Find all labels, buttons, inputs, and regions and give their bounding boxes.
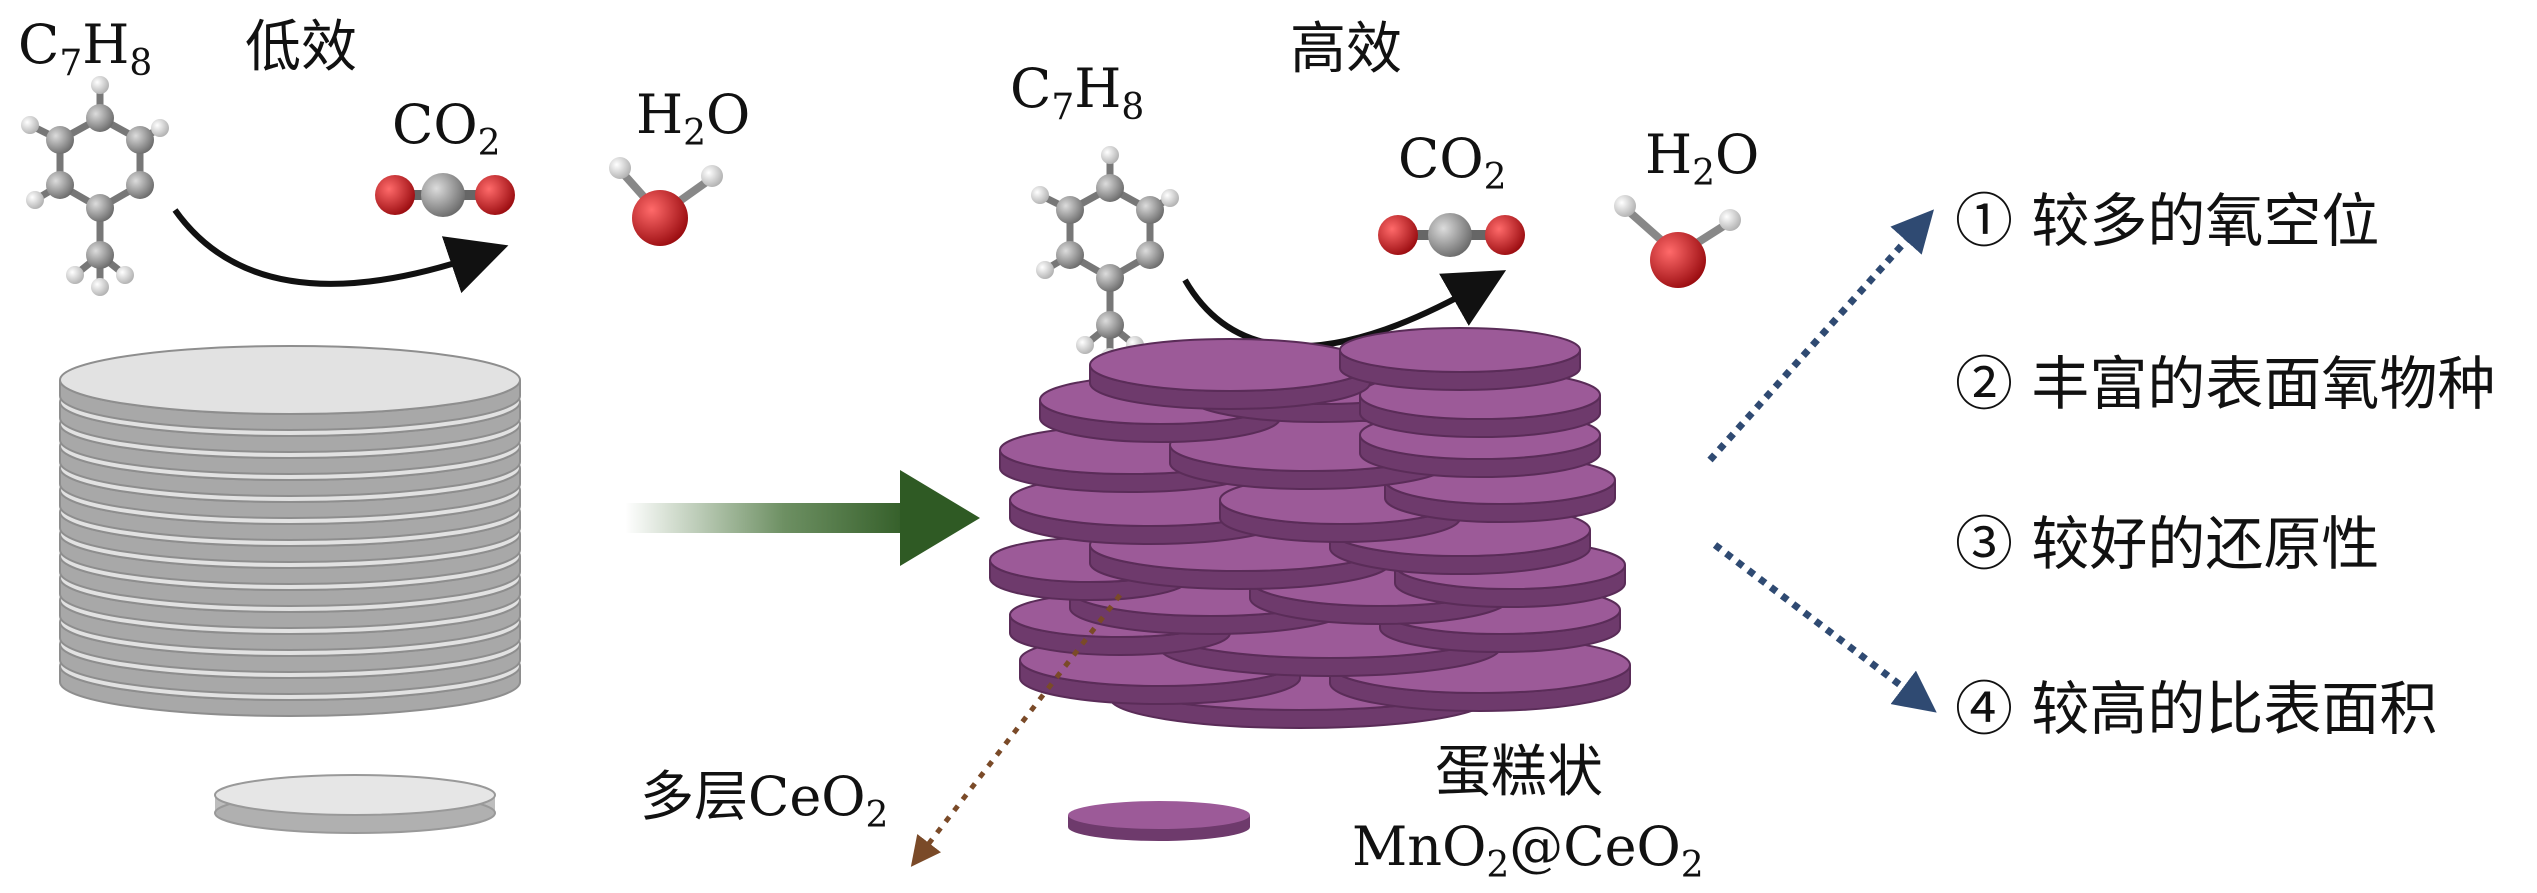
feature-item-reducibility: ③ 较好的还原性 (1955, 510, 2380, 578)
left-toluene-label: C7H8 (18, 13, 153, 84)
right-material-label-line2: MnO2@CeO2 (1352, 815, 1704, 886)
cake-stack-icon (989, 327, 1631, 729)
right-h2o-label: H2O (1645, 123, 1760, 194)
disk-stack-icon (59, 345, 521, 717)
feature-item-surface-area: ④ 较高的比表面积 (1955, 675, 2438, 743)
single-gray-disk (214, 774, 496, 834)
purple-layer (1339, 327, 1581, 391)
single-purple-disk (1068, 801, 1250, 841)
toluene-molecule-icon (21, 76, 169, 296)
h2o-molecule-icon (609, 157, 723, 246)
feature-arrow-down (1712, 542, 1937, 713)
left-efficiency-label: 低效 (245, 15, 357, 80)
right-material-label-line1: 蛋糕状 (1435, 740, 1603, 805)
co2-molecule-icon (1378, 213, 1525, 257)
right-co2-label: CO2 (1398, 127, 1507, 198)
co2-molecule-icon (375, 173, 515, 217)
transition-arrow (625, 470, 980, 566)
left-h2o-label: H2O (636, 83, 751, 154)
reaction-arrow-left (172, 208, 509, 294)
right-efficiency-label: 高效 (1290, 17, 1402, 82)
toluene-molecule-icon (1031, 146, 1179, 366)
purple-layer (1089, 338, 1371, 410)
feature-item-oxygen-vacancies: ① 较多的氧空位 (1955, 187, 2380, 255)
feature-arrow-up (1707, 209, 1934, 463)
left-co2-label: CO2 (392, 93, 501, 164)
right-toluene-label: C7H8 (1010, 57, 1145, 128)
gray-layer (59, 345, 521, 431)
feature-item-surface-oxygen: ② 丰富的表面氧物种 (1955, 350, 2496, 418)
left-material-label: 多层CeO2 (640, 765, 889, 836)
h2o-molecule-icon (1614, 195, 1741, 288)
